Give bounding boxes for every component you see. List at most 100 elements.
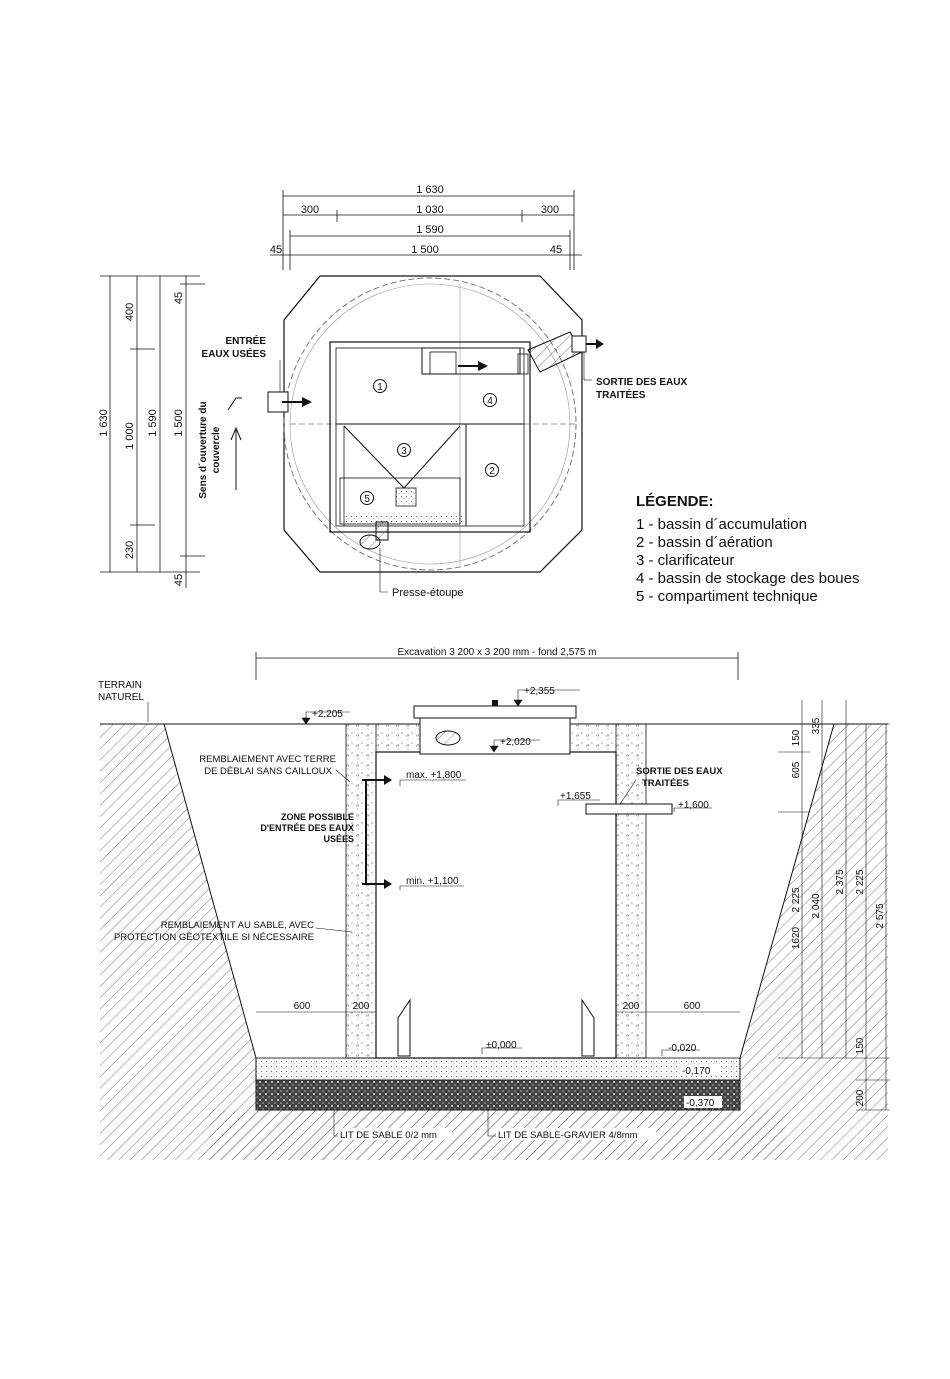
backfill-soil-line2: DE DÉBLAI SANS CAILLOUX xyxy=(204,766,332,777)
sand-bed xyxy=(255,1057,741,1081)
section-outlet-leader xyxy=(619,779,637,805)
level-max: max. +1,800 xyxy=(406,770,462,781)
ground-label-line1: TERRAIN xyxy=(98,680,142,691)
compartment-2-number: 2 xyxy=(489,466,495,477)
ground-label-line2: NATUREL xyxy=(98,692,144,703)
level-marker-top xyxy=(489,739,540,753)
sand-bed-label-bg xyxy=(338,1128,452,1140)
level-marker-lid xyxy=(513,689,580,707)
baffle-left xyxy=(397,998,411,1057)
legend-item: 3 - clarificateur xyxy=(636,552,734,569)
rdim-605: 605 xyxy=(791,761,802,778)
dim-overall-width: 1 630 xyxy=(416,184,444,196)
inlet-arrow-min-icon xyxy=(362,879,392,889)
tank-body xyxy=(375,751,617,1059)
level-sand-bottom: -0,170 xyxy=(682,1066,711,1077)
tank-lid xyxy=(413,705,577,719)
flow-arrow-icon xyxy=(458,361,488,371)
level-marker-zero xyxy=(481,1047,522,1054)
dim-side-edge-top: 45 xyxy=(173,292,185,304)
compartment-5-number: 5 xyxy=(364,494,370,505)
level-marker-outlet-out xyxy=(673,807,712,812)
dim-inner-width: 1 590 xyxy=(416,224,444,236)
legend: LÉGENDE: 1 - bassin d´accumulation 2 - b… xyxy=(636,493,859,605)
backfill-sand-line1: REMBLAIEMENT AU SABLE, AVEC xyxy=(161,920,314,931)
plan-side-dimensions xyxy=(100,275,205,588)
sand-bed-label: LIT DE SABLE 0/2 mm xyxy=(340,1130,437,1141)
inlet-label-line1: ENTRÉE xyxy=(225,334,266,347)
compartment-4-number: 4 xyxy=(487,396,493,407)
level-base-top: -0,020 xyxy=(668,1043,697,1054)
gland-label: Presse-étoupe xyxy=(392,587,464,599)
lid-direction-label-line1: Sens d´ouverture du xyxy=(198,401,209,498)
dim-side-inner: 1 590 xyxy=(147,409,159,437)
sand-bed-leader xyxy=(333,1110,338,1137)
dim-seg-mid: 1 000 xyxy=(124,422,136,450)
level-marker-max xyxy=(399,779,466,786)
section-outlet-pipe xyxy=(585,803,673,815)
dim-middle-width: 1 030 xyxy=(416,204,444,216)
compartment-5-marker: 5 xyxy=(360,491,374,505)
clarifier-funnel xyxy=(343,425,461,489)
rdim-150b: 150 xyxy=(855,1037,866,1054)
funnel-outlet xyxy=(395,487,417,507)
width-right-fill: 200 xyxy=(623,1001,640,1012)
rdim-2375: 2 375 xyxy=(835,869,846,894)
gravel-bed-label-bg xyxy=(496,1128,656,1140)
lid-handle xyxy=(492,700,498,706)
excavation-label: Excavation 3 200 x 3 200 mm - fond 2,575… xyxy=(398,647,597,658)
compartment-floor xyxy=(342,512,462,524)
plan-view: 1 630 300 1 030 300 1 590 45 1 500 45 40… xyxy=(98,184,687,599)
section-view: Excavation 3 200 x 3 200 mm - fond 2,575… xyxy=(98,647,890,1160)
plan-top-dimensions xyxy=(270,190,582,270)
baffle-right xyxy=(581,998,595,1057)
sand-fill-right xyxy=(615,723,647,1059)
compartment-2-marker: 2 xyxy=(485,463,499,477)
dim-seg-top: 400 xyxy=(124,303,136,321)
level-marker-outlet-in xyxy=(557,799,600,806)
rdim-2575: 2 575 xyxy=(875,903,886,928)
dim-base-width: 1 500 xyxy=(411,244,439,256)
dim-right-offset: 300 xyxy=(541,204,559,216)
compartment-4-marker: 4 xyxy=(483,393,497,407)
gravel-bed-leader xyxy=(487,1110,496,1137)
gravel-bed-label: LIT DE SABLE-GRAVIER 4/8mm xyxy=(498,1130,638,1141)
compartment-1-number: 1 xyxy=(377,382,383,393)
rdim-2225b: 2 225 xyxy=(855,869,866,894)
dim-edge-right: 45 xyxy=(550,244,562,256)
tank-circle-outline xyxy=(283,277,577,571)
gravel-bed xyxy=(255,1079,741,1111)
level-top: +2,020 xyxy=(500,737,531,748)
dim-side-overall: 1 630 xyxy=(98,409,110,437)
right-vertical-dims xyxy=(778,700,890,1111)
rdim-335: 335 xyxy=(811,717,822,734)
lid-direction-arrow-icon xyxy=(227,397,242,490)
rdim-200: 200 xyxy=(855,1089,866,1106)
level-ground: +2,205 xyxy=(312,709,343,720)
dim-seg-bot: 230 xyxy=(124,541,136,559)
level-gravel-bottom: -0,370 xyxy=(686,1098,715,1109)
level-sand-bg xyxy=(680,1064,720,1076)
dim-edge-left: 45 xyxy=(270,244,282,256)
outlet-label-line1: SORTIE DES EAUX xyxy=(596,377,687,388)
level-marker-ground xyxy=(301,711,350,725)
pipe-collar xyxy=(517,353,529,375)
sludge-chamber xyxy=(421,347,521,375)
lid-direction-label-line2: couvercle xyxy=(211,426,222,473)
outlet-label-line2: TRAITÉES xyxy=(596,388,646,401)
rdim-2040: 2 040 xyxy=(811,893,822,918)
dim-left-offset: 300 xyxy=(301,204,319,216)
compartment-1-marker: 1 xyxy=(373,379,387,393)
tank-inner-box xyxy=(329,341,531,533)
level-outlet-out: +1,600 xyxy=(678,800,709,811)
inlet-zone-line2: D'ENTRÉE DES EAUX xyxy=(260,823,354,833)
legend-item: 1 - bassin d´accumulation xyxy=(636,516,807,533)
rdim-2225: 2 225 xyxy=(791,887,802,912)
section-gland-icon xyxy=(435,730,461,746)
inlet-label-line2: EAUX USÉES xyxy=(202,347,267,360)
section-outlet-line2: TRAITÉES xyxy=(642,778,689,789)
backfill-soil-line1: REMBLAIEMENT AVEC TERRE xyxy=(199,754,336,765)
rdim-1620: 1620 xyxy=(791,926,802,949)
rdim-150: 150 xyxy=(791,729,802,746)
level-marker-min xyxy=(399,885,464,890)
